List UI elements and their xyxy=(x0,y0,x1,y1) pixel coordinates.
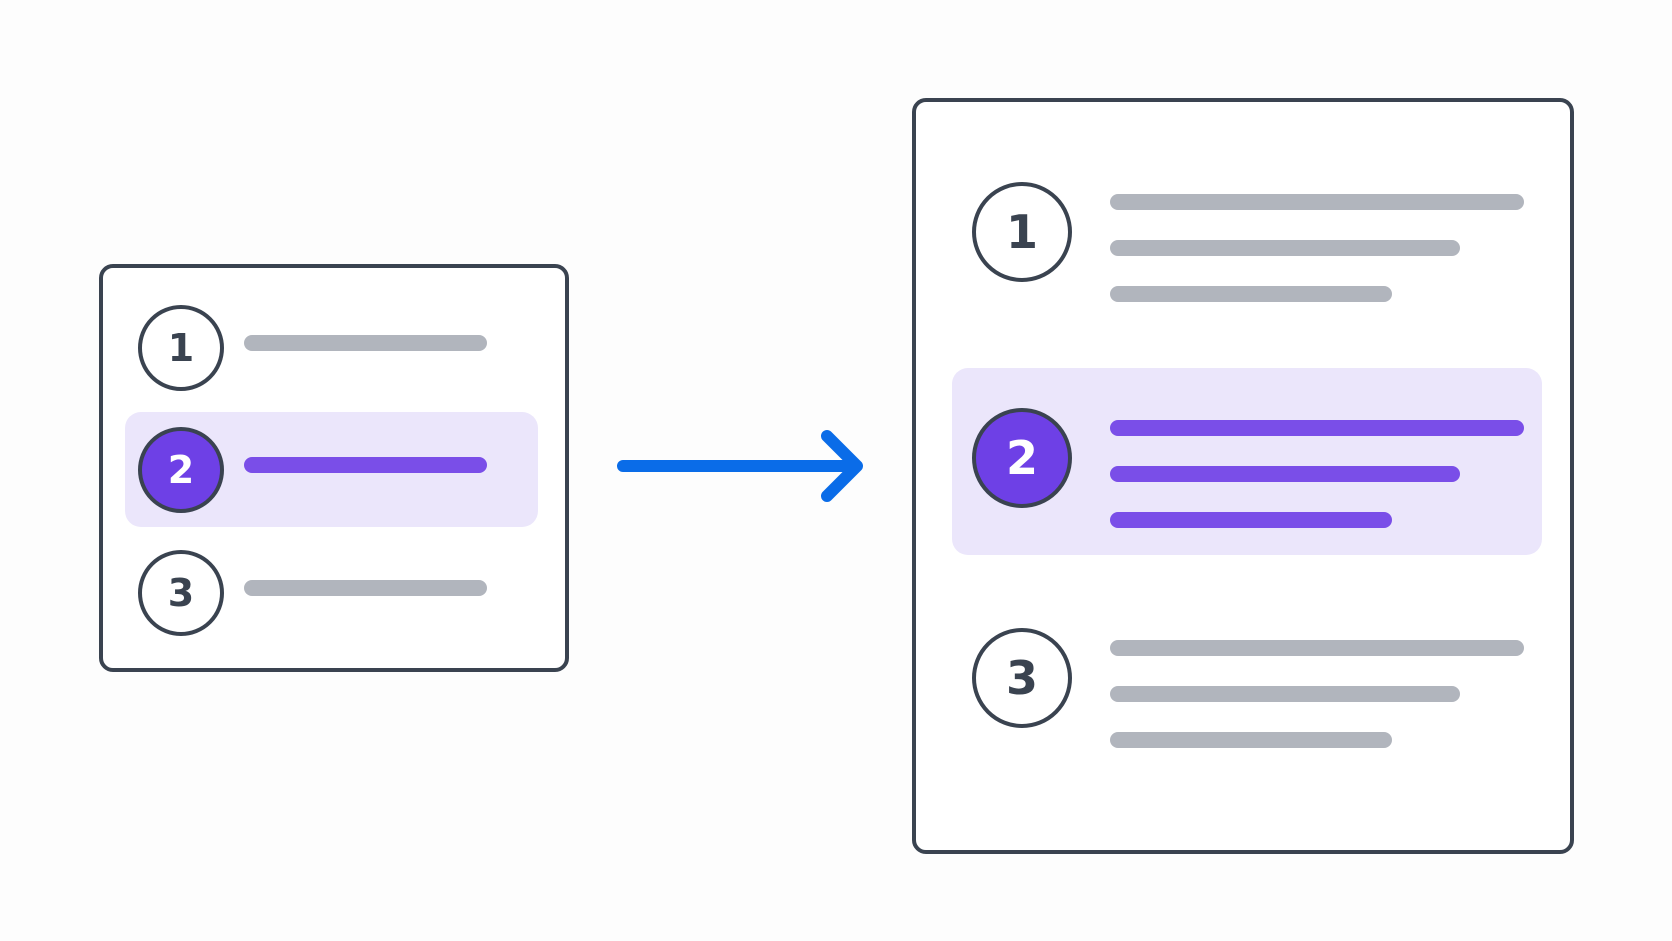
expanded-step-list: 1 2 3 xyxy=(912,98,1574,854)
step-3-text-line-1 xyxy=(1110,640,1524,656)
step-1-badge[interactable]: 1 xyxy=(138,305,224,391)
step-1-text-line-3 xyxy=(1110,286,1392,302)
step-2-text-line-1 xyxy=(1110,420,1524,436)
step-2-badge[interactable]: 2 xyxy=(972,408,1072,508)
step-3-text-line xyxy=(244,580,487,596)
step-1-badge[interactable]: 1 xyxy=(972,182,1072,282)
step-2-text-line-2 xyxy=(1110,466,1460,482)
step-3-badge[interactable]: 3 xyxy=(138,550,224,636)
step-3-badge[interactable]: 3 xyxy=(972,628,1072,728)
step-2-text-line-3 xyxy=(1110,512,1392,528)
step-2-badge[interactable]: 2 xyxy=(138,427,224,513)
step-1-text-line xyxy=(244,335,487,351)
compact-step-list: 1 2 3 xyxy=(99,264,569,672)
step-2-text-line xyxy=(244,457,487,473)
step-3-text-line-3 xyxy=(1110,732,1392,748)
step-3-text-line-2 xyxy=(1110,686,1460,702)
step-1-text-line-1 xyxy=(1110,194,1524,210)
arrow-right-icon xyxy=(617,430,863,502)
step-1-text-line-2 xyxy=(1110,240,1460,256)
